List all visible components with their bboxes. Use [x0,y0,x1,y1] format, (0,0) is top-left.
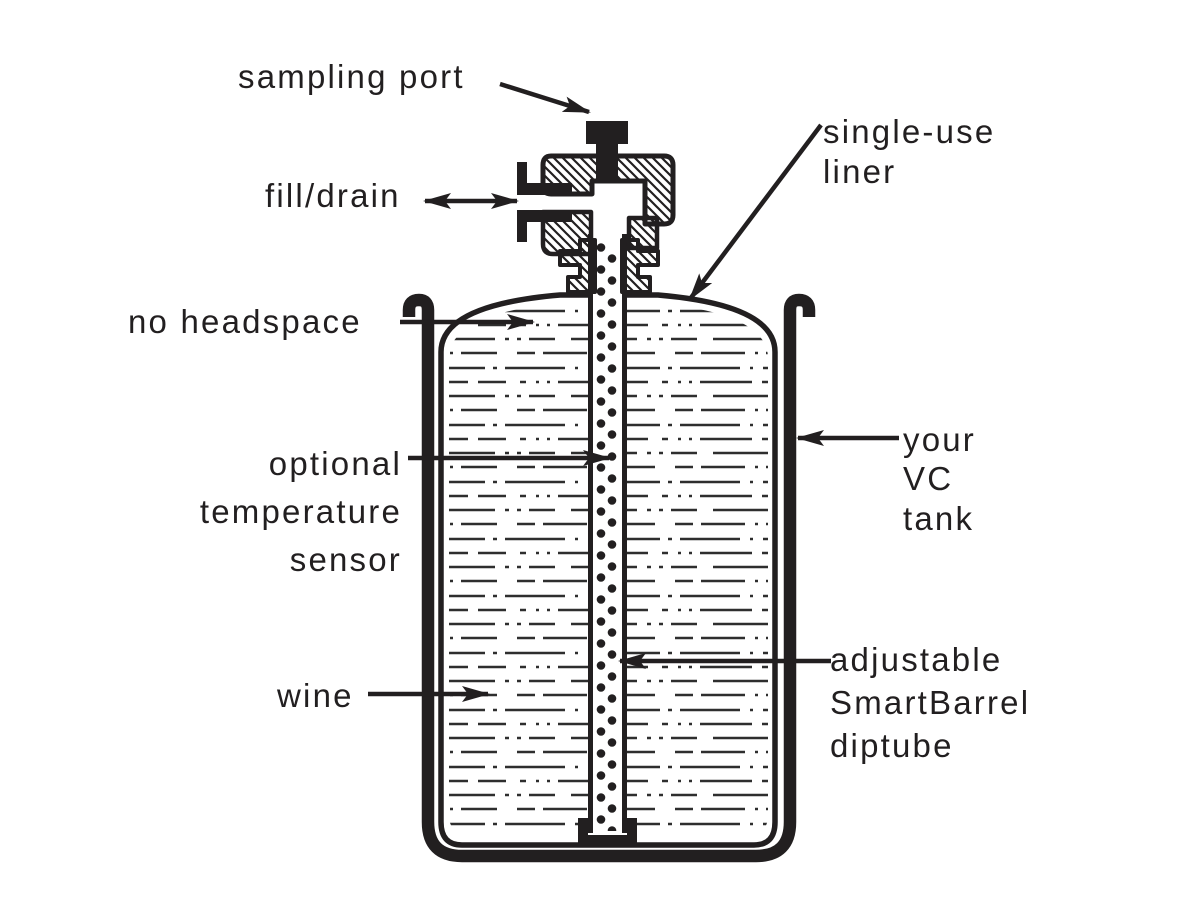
neck-flange-right [620,238,660,294]
label-diptube-line3: diptube [830,727,954,764]
label-diptube-line1: adjustable [830,641,1002,678]
label-sampling-port: sampling port [238,58,465,95]
arrow-sampling-port [499,81,591,115]
neck-flange-left [558,238,597,294]
label-single-use-liner: single-use liner [823,113,995,190]
label-temperature-sensor-line3: sensor [290,541,402,578]
fill-drain-port-lower [517,210,572,242]
label-diptube: adjustable SmartBarrel diptube [830,641,1030,764]
vc-tank-wall [402,293,816,863]
sampling-port-cap-head [586,121,628,144]
label-temperature-sensor-line2: temperature [200,493,402,530]
arrow-single-use-liner [688,123,823,301]
valve-head-assembly [517,121,676,294]
label-vc-tank: your VC tank [903,421,976,537]
label-vc-tank-line1: your [903,421,976,458]
label-vc-tank-line2: VC [903,460,953,497]
valve-body [540,153,676,227]
label-diptube-line2: SmartBarrel [830,684,1030,721]
label-temperature-sensor-line1: optional [269,445,402,482]
vc-tank [402,293,816,863]
sampling-port-cap [586,121,628,180]
label-temperature-sensor: optional temperature sensor [200,445,402,578]
label-no-headspace: no headspace [128,303,362,340]
diptube-dot-fill [593,242,622,831]
labels: sampling port fill/drain no headspace op… [128,58,1030,764]
label-vc-tank-line3: tank [903,500,974,537]
label-fill-drain: fill/drain [265,177,401,214]
label-wine: wine [276,677,354,714]
fill-drain-port-upper [517,162,572,195]
label-single-use-liner-line1: single-use [823,113,995,150]
leader-arrows [368,81,899,702]
sampling-port-cap-stem [596,141,618,180]
label-single-use-liner-line2: liner [823,153,896,190]
smartbarrel-diptube [578,234,637,843]
diptube-foot-bracket [578,818,637,843]
